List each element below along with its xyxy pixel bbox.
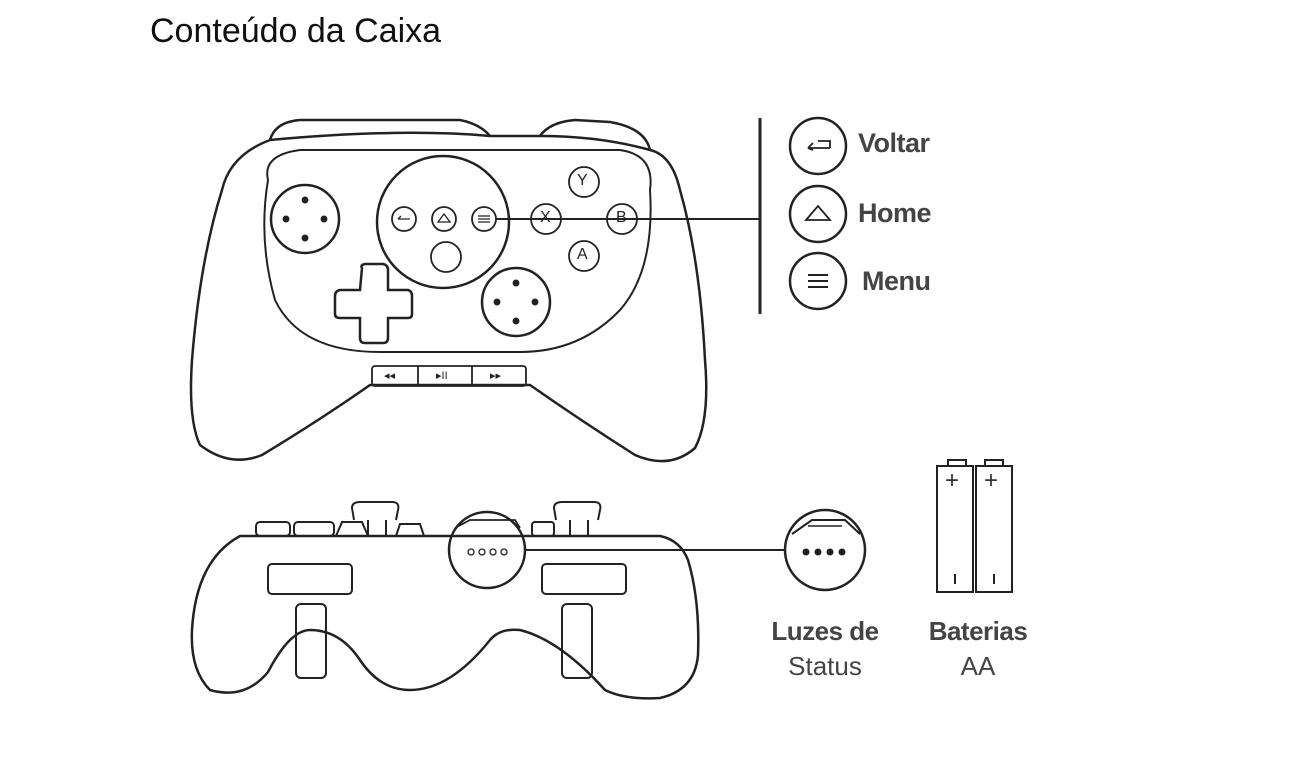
button-b-label: B [616,209,627,226]
callout-back [788,116,848,176]
left-thumbstick [269,183,341,255]
battery-2 [975,459,1013,593]
back-arrow-icon [807,140,831,151]
callout-label-menu: Menu [862,266,931,296]
status-lights-caption-line2: Status [788,651,862,681]
page-title: Conteúdo da Caixa [150,12,442,50]
rewind-label: ◂◂ [384,370,396,382]
play-pause-label: ▸II [436,370,448,382]
callout-home [788,184,848,244]
battery-1 [936,459,974,593]
back-button-small [391,206,417,232]
battery-1-plus: + [945,467,960,494]
status-lights-caption-line1: Luzes de [771,616,879,646]
battery-2-plus: + [984,467,999,494]
menu-icon [808,274,828,288]
batteries-caption: Baterias AA [908,616,1048,682]
home-icon [436,212,452,223]
media-buttons [371,365,527,387]
callout-status-lights [783,508,867,592]
controller-top-view [189,118,708,463]
button-x-label: X [540,209,551,226]
status-lights-caption: Luzes de Status [755,616,895,682]
d-pad [333,262,414,345]
button-a-label: A [577,246,588,263]
controller-front-view [190,501,700,700]
home-icon [804,204,832,221]
back-arrow-icon [397,215,410,220]
button-y-label: Y [577,172,588,189]
callout-menu [788,251,848,311]
batteries-caption-line2: AA [960,651,996,681]
status-lights-area [447,510,527,590]
menu-icon [478,215,490,223]
right-thumbstick [480,266,552,338]
aa-batteries [936,459,1013,593]
callout-label-home: Home [858,198,932,228]
status-light-dots-small [467,548,508,556]
batteries-caption-line1: Baterias [928,616,1028,646]
game-circle-button [430,241,462,273]
center-button-panel [375,154,511,290]
home-button-small [431,206,457,232]
status-light-dots [802,548,846,556]
callout-label-back: Voltar [858,128,930,158]
fast-forward-label: ▸▸ [490,370,502,382]
